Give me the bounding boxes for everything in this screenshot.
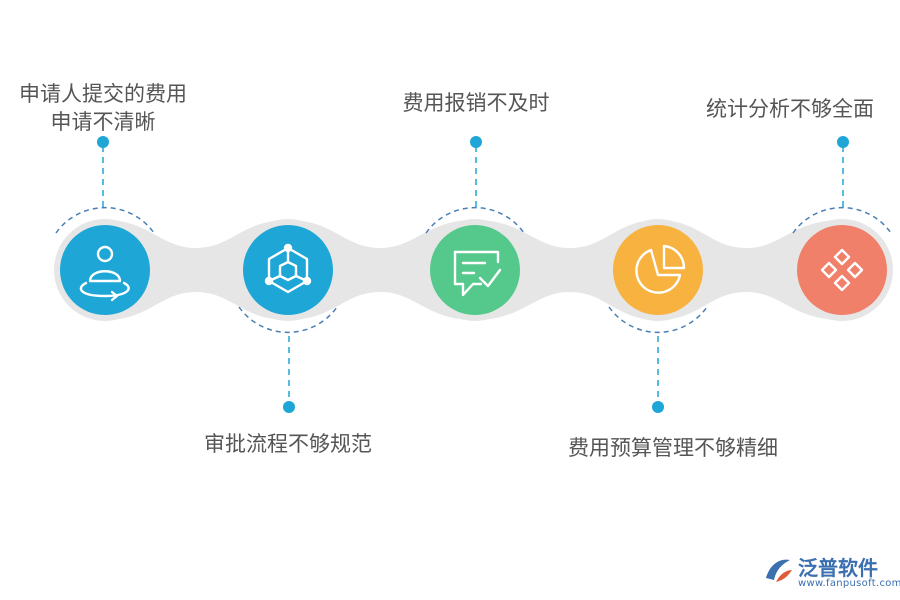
person-orbit-icon (79, 245, 130, 302)
step-4-line1: 费用预算管理不够精细 (568, 436, 778, 460)
node-3 (430, 225, 520, 315)
dashed-arc-3 (425, 206, 525, 234)
node-5 (797, 225, 887, 315)
dashed-arc-4 (608, 306, 708, 334)
step-5-label: 统计分析不够全面 (690, 95, 890, 123)
node-2 (243, 225, 333, 315)
dashed-arc-2 (238, 306, 338, 334)
step-1-line2: 申请不清晰 (50, 110, 156, 134)
step-1-line1: 申请人提交的费用 (19, 82, 187, 106)
step-5-line1: 统计分析不够全面 (706, 97, 874, 121)
brand-logo: 泛普软件 www.fanpusoft.com (762, 550, 900, 596)
node-4 (613, 225, 703, 315)
leader-dot-4 (652, 401, 664, 413)
leader-dot-3 (470, 136, 482, 148)
logo-url: www.fanpusoft.com (798, 578, 900, 589)
diamond-grid-icon (820, 248, 864, 292)
logo-mark-icon (766, 559, 792, 582)
logo-name: 泛普软件 (798, 556, 878, 580)
step-2-line1: 审批流程不够规范 (204, 432, 372, 456)
hexagon-network-icon (264, 243, 312, 294)
step-1-label: 申请人提交的费用 申请不清晰 (5, 80, 201, 136)
leader-dot-2 (283, 401, 295, 413)
step-3-line1: 费用报销不及时 (402, 91, 550, 115)
step-2-label: 审批流程不够规范 (188, 430, 388, 458)
pie-chart-icon (635, 244, 686, 294)
chat-check-icon (453, 250, 502, 297)
dashed-arc-1 (55, 206, 155, 234)
node-1 (60, 225, 150, 315)
leader-dot-1 (97, 136, 109, 148)
step-4-label: 费用预算管理不够精细 (548, 434, 798, 462)
step-3-label: 费用报销不及时 (386, 89, 566, 117)
dashed-arc-5 (792, 206, 892, 234)
leader-dot-5 (837, 136, 849, 148)
